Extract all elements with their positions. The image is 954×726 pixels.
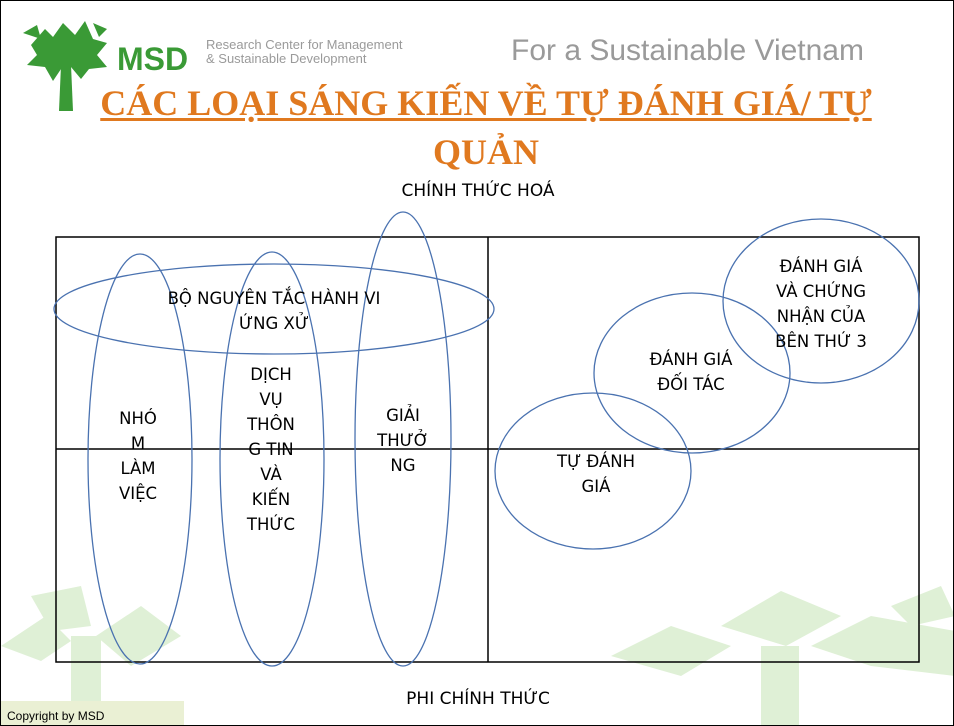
label-code-of-conduct: BỘ NGUYÊN TẮC HÀNH VI ỨNG XỬ: [167, 289, 381, 333]
ellipse-code-of-conduct: [53, 263, 495, 355]
label-third-party: ĐÁNH GIÁ VÀ CHỨNG NHẬN CỦA BÊN THỨ 3: [775, 257, 867, 351]
ellipse-self-assessment: [494, 392, 692, 550]
label-self-assessment: TỰ ĐÁNH GIÁ: [556, 452, 635, 496]
brand-logo-text: MSD: [117, 41, 189, 77]
slide-title-line-1: CÁC LOẠI SÁNG KIẾN VỀ TỰ ĐÁNH GIÁ/ TỰ: [100, 83, 872, 123]
ellipse-third-party: [722, 218, 920, 384]
background-tree-icon: [1, 586, 181, 725]
organization-name: Research Center for Management & Sustain…: [206, 38, 403, 66]
tree-logo-icon: [23, 21, 107, 111]
axis-label-bottom: PHI CHÍNH THỨC: [406, 689, 550, 709]
axis-label-top: CHÍNH THỨC HOÁ: [401, 181, 555, 201]
ellipse-partner-assessment: [593, 292, 791, 454]
tagline: For a Sustainable Vietnam: [511, 34, 864, 67]
label-partner-assessment: ĐÁNH GIÁ ĐỐI TÁC: [649, 350, 733, 394]
slide-title-line-2: QUẢN: [433, 132, 539, 172]
ellipse-info-service: [219, 251, 325, 667]
label-working-group: NHÓ M LÀM VIỆC: [118, 409, 158, 503]
label-info-service: DỊCH VỤ THÔN G TIN VÀ KIẾN THỨC: [246, 365, 296, 534]
organization-line-2: & Sustainable Development: [206, 51, 367, 66]
background-tree-icon: [611, 586, 953, 725]
copyright-notice: Copyright by MSD: [1, 701, 184, 725]
ellipse-award: [354, 211, 452, 667]
ellipse-working-group: [87, 253, 193, 665]
label-award: GIẢI THƯỞ NG: [377, 406, 429, 475]
organization-line-1: Research Center for Management: [206, 37, 403, 52]
